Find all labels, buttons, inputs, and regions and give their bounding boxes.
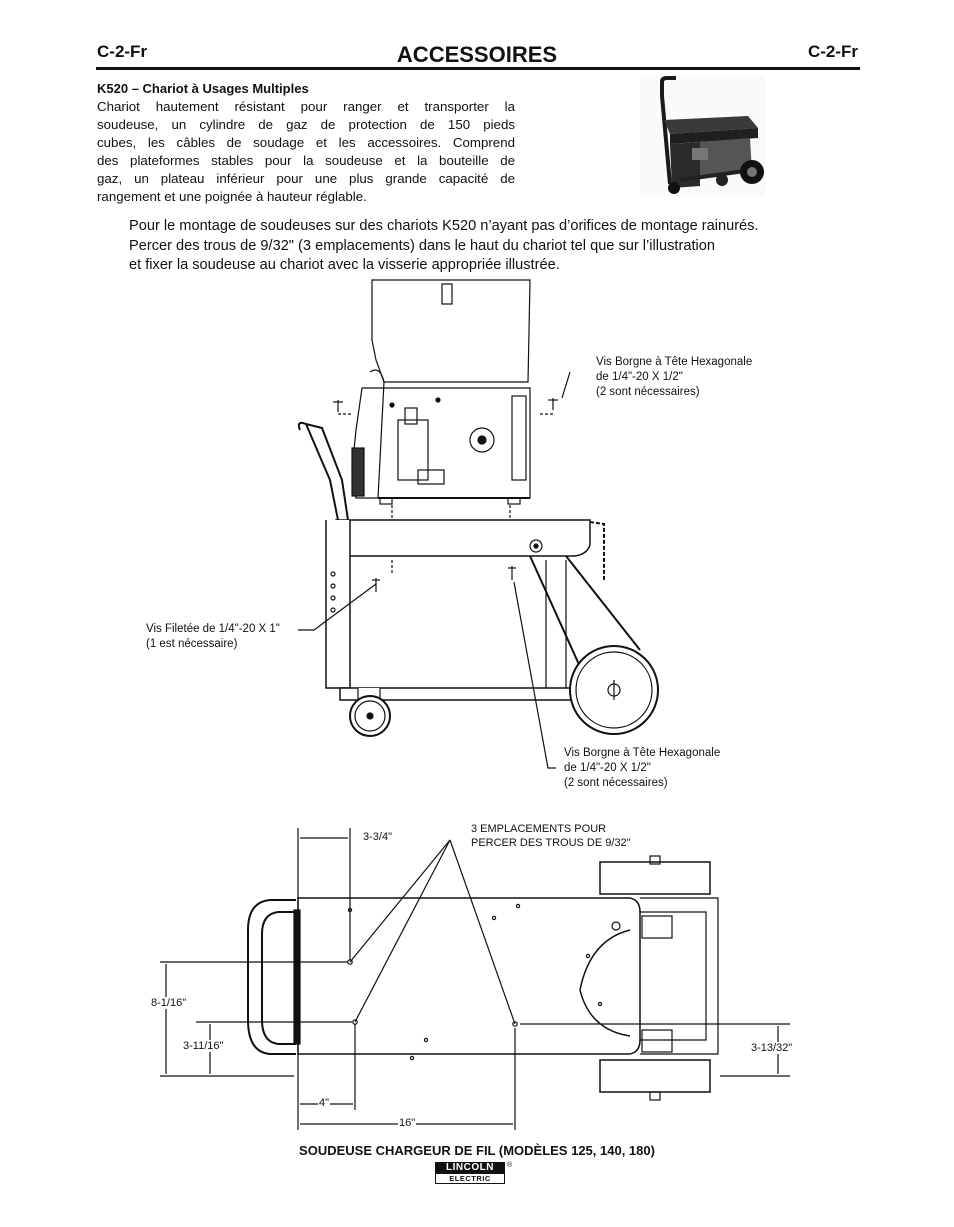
header-rule — [96, 67, 860, 70]
dimension-16: 16" — [398, 1117, 417, 1129]
intro-paragraph: Chariot hautement résistant pour ranger … — [97, 98, 515, 206]
callout-line: de 1/4"-20 X 1/2" — [564, 762, 651, 774]
registered-mark: ® — [507, 1162, 513, 1169]
dimension-8-1-16: 8-1/16" — [150, 997, 188, 1009]
intro-line: cubes, les câbles de soudage et les acce… — [97, 135, 515, 150]
callout-line: (2 sont nécessaires) — [596, 386, 700, 398]
dimension-3-11-16: 3-11/16" — [182, 1040, 225, 1052]
section-heading: K520 – Chariot à Usages Multiples — [97, 81, 309, 96]
mounting-line: et fixer la soudeuse au chariot avec la … — [129, 257, 560, 273]
dimension-4: 4" — [318, 1097, 331, 1109]
callout-line: PERCER DES TROUS DE 9/32" — [471, 837, 631, 849]
callout-line: Vis Filetée de 1/4"-20 X 1" — [146, 623, 280, 635]
callout-line: (1 est nécessaire) — [146, 638, 238, 650]
dimension-3-13-32: 3-13/32" — [750, 1042, 794, 1054]
intro-line: Chariot hautement résistant pour ranger … — [97, 99, 515, 114]
logo-top: LINCOLN — [435, 1162, 505, 1173]
intro-line: rangement et une poignée à hauteur régla… — [97, 189, 367, 204]
intro-line: des plateformes stables pour la soudeuse… — [97, 153, 515, 168]
intro-line: soudeuse, un cylindre de gaz de protecti… — [97, 117, 515, 132]
mounting-line: Percer des trous de 9/32" (3 emplacement… — [129, 237, 715, 254]
logo-bottom: ELECTRIC — [435, 1173, 505, 1184]
footer-product-name: SOUDEUSE CHARGEUR DE FIL (MODÈLES 125, 1… — [299, 1143, 655, 1158]
mounting-instructions: Pour le montage de soudeuses sur des cha… — [129, 217, 759, 276]
intro-line: gaz, un plateau inférieur pour une plus … — [97, 171, 515, 186]
mounting-line: Pour le montage de soudeuses sur des cha… — [129, 218, 759, 234]
dimension-3-3-4: 3-3/4" — [362, 831, 393, 843]
callout-line: 3 EMPLACEMENTS POUR — [471, 823, 607, 835]
callout-top-screws: Vis Borgne à Tête Hexagonale de 1/4"-20 … — [596, 355, 752, 400]
page-title: ACCESSOIRES — [396, 42, 558, 67]
callout-line: (2 sont nécessaires) — [564, 777, 668, 789]
callout-line: Vis Borgne à Tête Hexagonale — [564, 747, 721, 759]
callout-line: Vis Borgne à Tête Hexagonale — [596, 356, 753, 368]
callout-threaded-screw: Vis Filetée de 1/4"-20 X 1" (1 est néces… — [146, 622, 280, 652]
callout-bottom-screws: Vis Borgne à Tête Hexagonale de 1/4"-20 … — [564, 746, 720, 791]
top-view-diagram — [160, 828, 790, 1130]
callout-drill-holes: 3 EMPLACEMENTS POUR PERCER DES TROUS DE … — [471, 822, 631, 850]
callout-line: de 1/4"-20 X 1/2" — [596, 371, 683, 383]
page-code-left: C-2-Fr — [97, 42, 148, 61]
cart-photo — [640, 76, 765, 196]
page-code-right: C-2-Fr — [807, 42, 858, 61]
lincoln-electric-logo: LINCOLN ® ELECTRIC — [435, 1162, 513, 1184]
side-view-diagram — [297, 279, 659, 769]
